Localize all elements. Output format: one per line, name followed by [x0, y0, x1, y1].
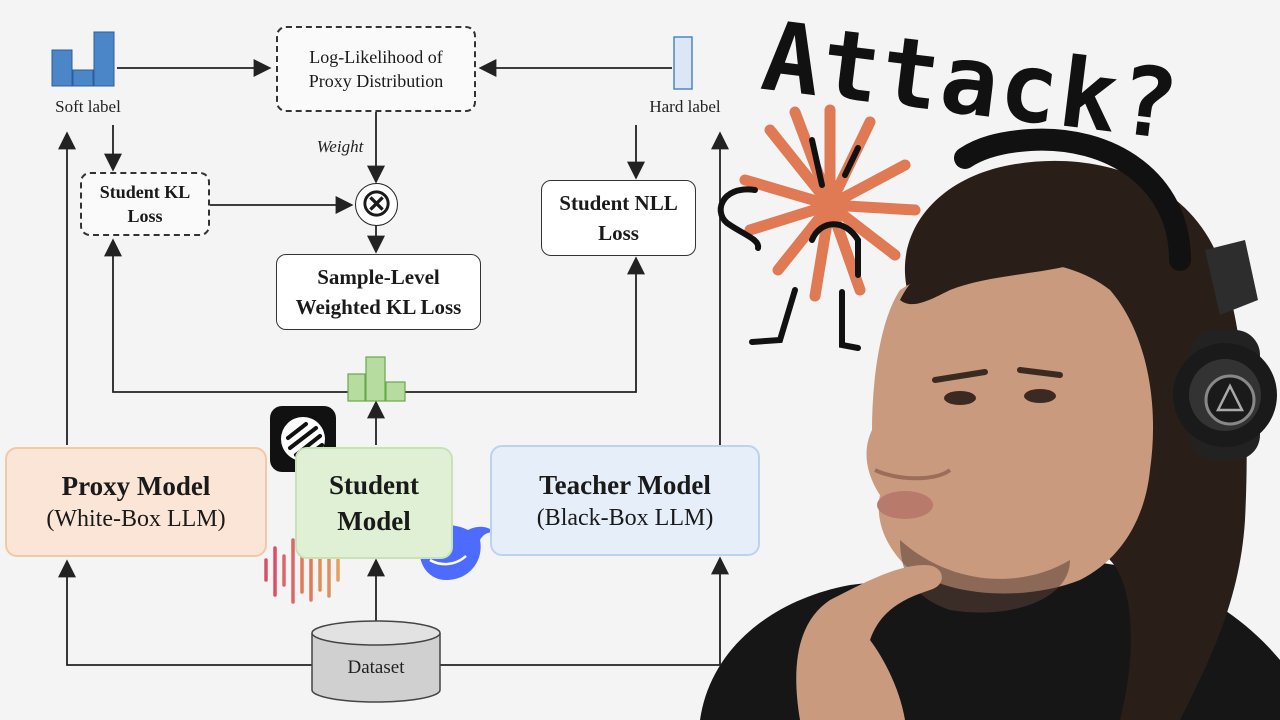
person-photo [700, 128, 1280, 720]
proxy-model-box: Proxy Model (White-Box LLM) [5, 447, 267, 557]
arrow-dataset-to-proxy [58, 559, 312, 666]
student-model-line1: Student [328, 470, 420, 500]
student-model-line2: Model [337, 506, 411, 536]
loglik-line2: Proxy Distribution [308, 71, 444, 91]
multiply-symbol: ⊗ [359, 179, 394, 226]
sample-level-line1: Sample-Level [317, 265, 440, 289]
burst-face-doodle [717, 137, 861, 351]
student-kl-line2: Loss [127, 206, 163, 226]
arrow-dist-to-nll [405, 256, 645, 393]
arrow-dist-to-kl [104, 238, 348, 393]
hard-label-text: Hard label [649, 97, 721, 116]
log-likelihood-box: Log-Likelihood of Proxy Distribution [276, 26, 476, 112]
sample-level-loss-box: Sample-Level Weighted KL Loss [276, 254, 481, 330]
dataset-cylinder [311, 620, 441, 703]
soft-label-bars [51, 31, 115, 87]
arrow-dataset-to-teacher [440, 556, 729, 666]
student-model-box: Student Model [295, 447, 453, 559]
weight-label: Weight [316, 137, 364, 156]
proxy-model-subtitle: (White-Box LLM) [46, 506, 226, 532]
student-nll-loss-box: Student NLL Loss [541, 180, 696, 256]
loglik-line1: Log-Likelihood of [309, 47, 443, 67]
multiply-node: ⊗ [355, 183, 398, 226]
proxy-model-title: Proxy Model [61, 471, 211, 501]
teacher-model-title: Teacher Model [539, 469, 711, 500]
teacher-model-subtitle: (Black-Box LLM) [536, 504, 714, 531]
sample-level-line2: Weighted KL Loss [295, 295, 462, 319]
soft-label-text: Soft label [55, 97, 121, 116]
student-distribution-bars [347, 356, 406, 402]
student-nll-line2: Loss [598, 221, 639, 245]
teacher-model-box: Teacher Model (Black-Box LLM) [490, 445, 760, 556]
dataset-label: Dataset [347, 657, 405, 678]
student-kl-loss-box: Student KL Loss [80, 172, 210, 236]
student-kl-line1: Student KL [99, 182, 191, 202]
hard-label-bar [673, 36, 693, 90]
student-nll-line1: Student NLL [559, 191, 678, 215]
burst-doodle-icon [739, 104, 921, 302]
